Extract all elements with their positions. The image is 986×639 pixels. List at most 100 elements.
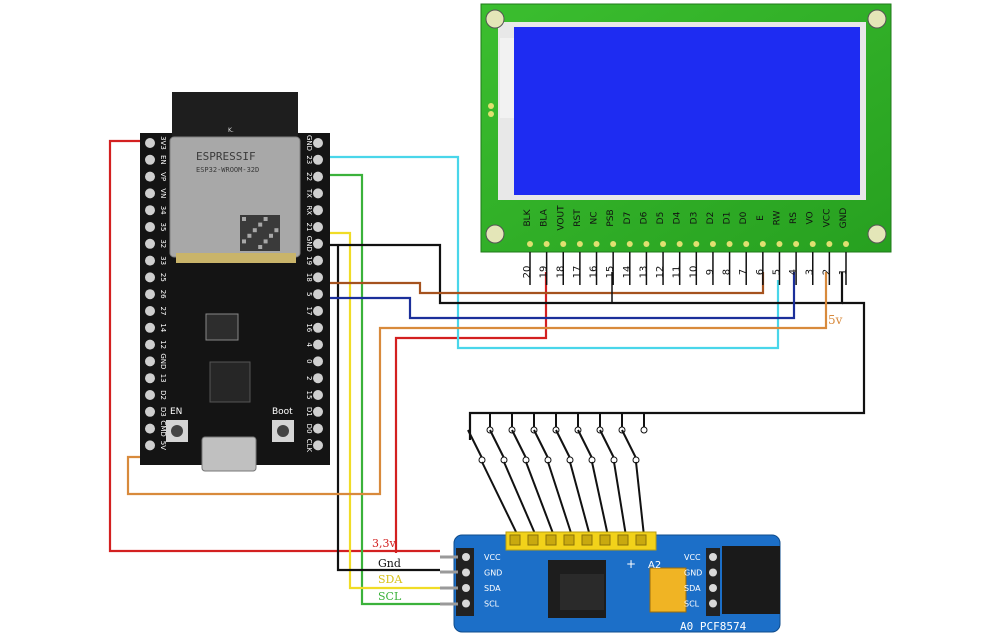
esp32-pin-label-right: D0 [305, 424, 313, 434]
lcd-pin-pad [660, 241, 667, 247]
switch-blade[interactable] [599, 429, 615, 459]
en-button-cap [171, 425, 183, 437]
label-sda: SDA [378, 573, 403, 586]
pcf-a2-label: A2 [648, 560, 661, 571]
lcd-pin-pad [676, 241, 683, 247]
esp32-pin-label-left: D2 [159, 390, 167, 400]
lcd-pin-name: D1 [723, 212, 733, 225]
lcd-pin-pad [693, 241, 700, 247]
switch-wire [547, 461, 573, 537]
lcd-pin-pad [576, 241, 583, 247]
lcd-pin-pad [610, 241, 617, 247]
pcf-right-pin [709, 599, 717, 608]
esp32-pin-right [313, 222, 323, 232]
switch-blade[interactable] [533, 429, 549, 459]
en-label: EN [170, 407, 182, 417]
wire-brown [318, 272, 765, 295]
pcf-io-pin [509, 534, 521, 546]
esp32-pin-right [313, 339, 323, 350]
esp32-pin-label-right: TX [305, 188, 313, 198]
pcf-left-pin-label: GND [484, 569, 502, 578]
switch-blade[interactable] [621, 429, 637, 459]
lcd-pin-number: 10 [688, 266, 699, 279]
pcf-right-pin [709, 553, 717, 561]
switch-blade[interactable] [489, 429, 505, 459]
lcd-pin-name: RS [789, 212, 799, 224]
qr-dot [242, 217, 246, 221]
wire-blue [318, 272, 796, 320]
esp32-pin-left [145, 423, 155, 434]
lcd-pin-number: 12 [655, 266, 666, 279]
lcd-mount-hole-tl [485, 9, 505, 29]
lcd-led-dot [488, 103, 494, 109]
lcd-pin-name: D6 [639, 211, 649, 224]
lcd-pin-number: 7 [738, 269, 749, 275]
lcd-screen [514, 27, 860, 195]
label-gnd: Gnd [378, 557, 401, 570]
switch-wire [481, 461, 519, 537]
pcf-ic-2 [560, 574, 604, 610]
lcd-pin-number: 20 [522, 266, 533, 279]
boot-label: Boot [272, 407, 293, 417]
lcd-pin-name: VO [806, 211, 816, 224]
pcf-io-pin [581, 534, 593, 546]
lcd-pin-number: 11 [672, 266, 683, 279]
esp32-pin-label-left: EN [159, 155, 167, 165]
esp32-pin-right [313, 138, 323, 148]
esp32-pin-left [145, 289, 155, 300]
pcf-right-pin-label: SCL [684, 600, 700, 609]
lcd-pin-name: PSB [606, 209, 616, 226]
switch-blade[interactable] [511, 429, 527, 459]
wire-bla [394, 272, 548, 553]
pcf-right-pin-label: SDA [684, 584, 701, 593]
pcf-right-connector [722, 546, 780, 614]
esp32-brand: ESPRESSIF [196, 150, 256, 163]
lcd-pin-pad [743, 241, 750, 247]
qr-dot [258, 245, 263, 249]
switch-bank [467, 413, 648, 537]
switch-blade[interactable] [577, 429, 593, 459]
esp32-pin-right [313, 440, 323, 451]
lcd-pin-row: BLK20BLA19VOUT18RST17NC16PSB15D714D613D5… [522, 205, 849, 285]
qr-dot [269, 233, 273, 238]
lcd-pin-name: D3 [689, 212, 699, 225]
pcf-address-switch[interactable] [649, 567, 687, 613]
esp32-pin-right [313, 205, 323, 216]
esp32-pin-label-left: 13 [159, 374, 167, 383]
esp32-pin-label-right: 18 [305, 273, 313, 282]
esp32-pin-left [145, 356, 155, 367]
lcd-pin-name: GND [839, 208, 849, 229]
lcd-pin-number: 2 [821, 269, 832, 275]
esp32-pin-label-left: 35 [159, 223, 167, 232]
switch-blade[interactable] [467, 429, 483, 459]
lcd-pin-number: 17 [572, 266, 583, 279]
esp32-left-header: 3V3ENVPVN343532332526271412GND13D2D3CMD5… [145, 136, 167, 451]
lcd-pin-name: D4 [673, 211, 683, 224]
pcf-left-pin [462, 568, 470, 577]
wire-gnd [318, 243, 844, 305]
esp32-module-name: ESP32-WROOM-32D [196, 166, 259, 174]
esp32-pin-label-left: 33 [159, 256, 167, 265]
micro-usb-port [201, 436, 257, 472]
lcd-pin-number: 16 [589, 266, 600, 279]
qr-dot [263, 239, 268, 244]
switch-blade[interactable] [555, 429, 571, 459]
esp32-marking: K. [228, 127, 234, 134]
lcd-pin-pad [593, 241, 600, 247]
lcd-mount-hole-bl [485, 224, 505, 244]
lcd-pin-name: VCC [822, 209, 832, 228]
lcd-pin-pad [809, 241, 816, 247]
switch-wire [635, 461, 645, 537]
qr-dot [242, 239, 246, 244]
esp32-pin-left [145, 205, 155, 216]
lcd-pin-number: 3 [805, 269, 816, 275]
esp32-pin-label-right: GND [305, 135, 313, 151]
switch-wire [591, 461, 609, 537]
esp32-pin-label-right: 22 [305, 172, 313, 181]
esp32-pin-label-right: 23 [305, 155, 313, 164]
esp32-pin-right [313, 255, 323, 266]
